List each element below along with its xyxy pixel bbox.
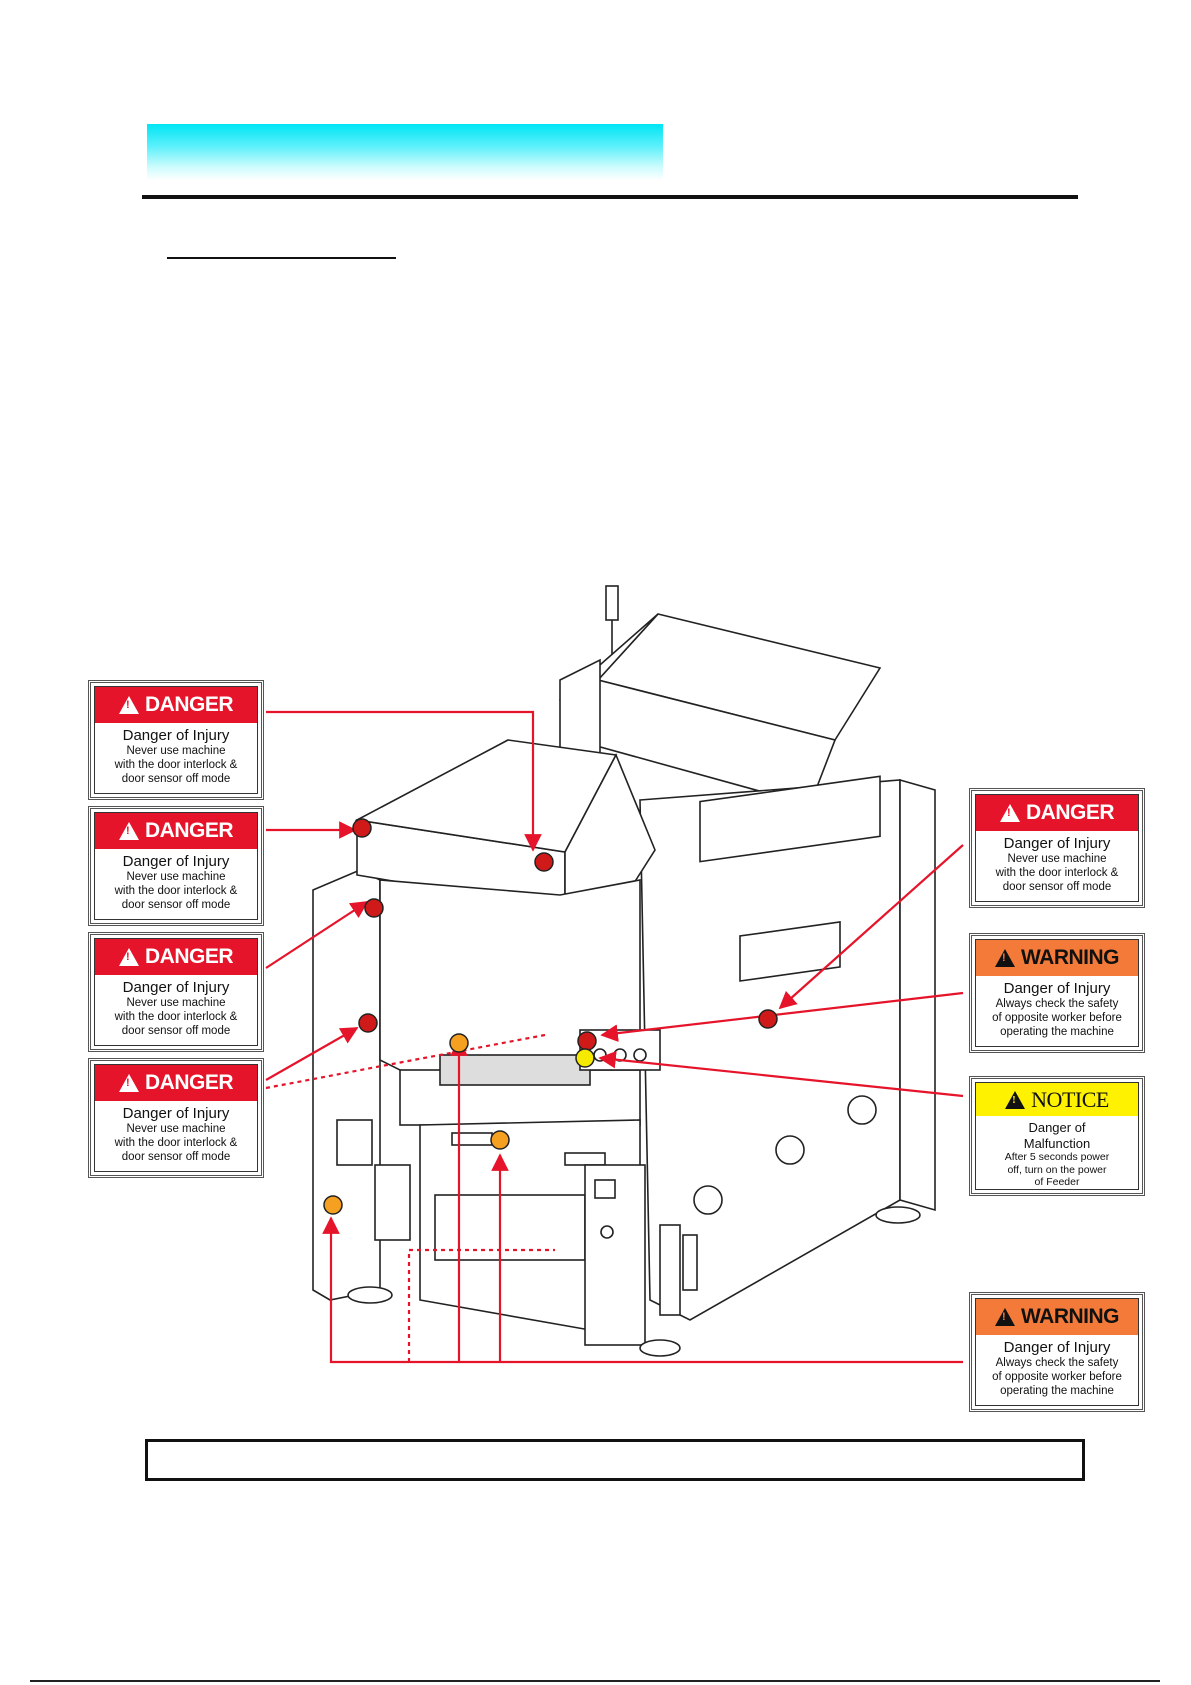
warning-triangle-icon: ! (118, 1074, 139, 1092)
danger-label-2: ! DANGER Danger of Injury Never use machi… (88, 806, 264, 926)
warning-marker-1 (449, 1033, 469, 1053)
label-title: Malfunction (1023, 1135, 1091, 1151)
subheading-underline (167, 257, 396, 259)
label-line: door sensor off mode (121, 898, 231, 911)
warning-triangle-icon: ! (118, 822, 139, 840)
warning-triangle-icon: ! (118, 948, 139, 966)
label-header: DANGER (144, 1071, 234, 1094)
header-rule (142, 195, 1078, 199)
danger-label-3: ! DANGER Danger of Injury Never use machi… (88, 932, 264, 1052)
label-line: door sensor off mode (1002, 880, 1112, 893)
danger-marker-4 (358, 1013, 378, 1033)
danger-marker-3 (364, 898, 384, 918)
danger-label-1: ! DANGER Danger of Injury Never use machi… (88, 680, 264, 800)
notice-marker (575, 1048, 595, 1068)
label-title: Danger of Injury (122, 727, 230, 744)
warning-triangle-icon: ! (995, 1308, 1015, 1326)
label-line: door sensor off mode (121, 1150, 231, 1163)
label-line: of opposite worker before (992, 1370, 1122, 1383)
label-header: DANGER (1025, 801, 1115, 824)
label-title: Danger of (1028, 1120, 1086, 1136)
label-line: of opposite worker before (992, 1011, 1122, 1024)
label-header: WARNING (1021, 1305, 1120, 1328)
label-line: door sensor off mode (121, 1024, 231, 1037)
caption-box (145, 1439, 1085, 1481)
label-line: with the door interlock & (114, 884, 238, 897)
section-title-bar (147, 124, 663, 180)
danger-label-4: ! DANGER Danger of Injury Never use machi… (88, 1058, 264, 1178)
label-line: of Feeder (1034, 1176, 1080, 1189)
label-line: Never use machine (126, 1123, 226, 1135)
danger-marker-6 (758, 1009, 778, 1029)
label-title: Danger of Injury (1003, 835, 1111, 852)
label-line: Never use machine (126, 871, 226, 883)
warning-triangle-icon: ! (1005, 1090, 1026, 1109)
warning-triangle-icon: ! (995, 949, 1015, 967)
label-title: Danger of Injury (122, 1105, 230, 1122)
warning-label-1: ! WARNING Danger of Injury Always check t… (969, 933, 1145, 1053)
label-header: DANGER (144, 945, 234, 968)
danger-marker-2 (534, 852, 554, 872)
label-line: Always check the safety (995, 998, 1119, 1010)
label-line: After 5 seconds power (1004, 1151, 1110, 1164)
notice-label: ! NOTICE Danger of Malfunction After 5 se… (969, 1076, 1145, 1196)
label-header: NOTICE (1031, 1086, 1109, 1112)
label-header: DANGER (144, 819, 234, 842)
label-line: with the door interlock & (995, 866, 1119, 879)
warning-triangle-icon: ! (118, 696, 139, 714)
danger-marker-1 (352, 818, 372, 838)
danger-marker-5 (577, 1031, 597, 1051)
left-column (312, 869, 381, 1301)
warning-marker-2 (490, 1130, 510, 1150)
signal-tower (605, 585, 619, 621)
label-title: Danger of Injury (1003, 980, 1111, 997)
warning-triangle-icon: ! (999, 804, 1020, 822)
label-line: with the door interlock & (114, 1010, 238, 1023)
warning-label-2: ! WARNING Danger of Injury Always check t… (969, 1292, 1145, 1412)
label-header: WARNING (1021, 946, 1120, 969)
label-line: door sensor off mode (121, 772, 231, 785)
danger-label-5: ! DANGER Danger of Injury Never use machi… (969, 788, 1145, 908)
warning-marker-3 (323, 1195, 343, 1215)
label-line: Never use machine (126, 745, 226, 757)
label-title: Danger of Injury (1003, 1339, 1111, 1356)
label-line: Never use machine (1007, 853, 1107, 865)
label-line: Never use machine (126, 997, 226, 1009)
label-line: Always check the safety (995, 1357, 1119, 1369)
label-header: DANGER (144, 693, 234, 716)
label-title: Danger of Injury (122, 853, 230, 870)
label-title: Danger of Injury (122, 979, 230, 996)
label-line: operating the machine (1000, 1025, 1114, 1038)
label-line: with the door interlock & (114, 758, 238, 771)
label-line: with the door interlock & (114, 1136, 238, 1149)
label-line: off, turn on the power (1007, 1163, 1107, 1176)
footer-rule (30, 1680, 1160, 1682)
label-line: operating the machine (1000, 1384, 1114, 1397)
